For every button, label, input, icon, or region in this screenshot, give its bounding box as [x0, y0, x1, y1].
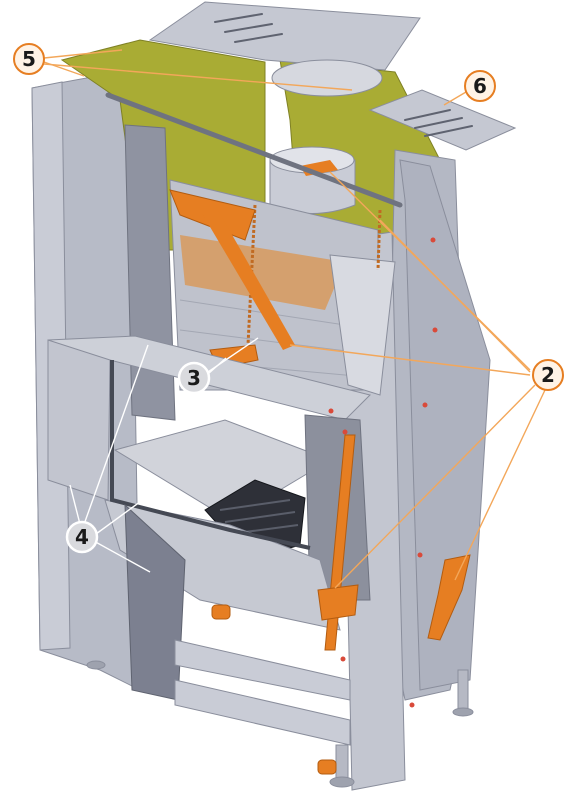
leader-4a	[81, 344, 149, 531]
callout-6-circle	[464, 70, 496, 102]
leg-front	[335, 744, 349, 781]
leader-2b	[379, 219, 531, 373]
right-lever	[427, 554, 471, 641]
bolt-dots	[328, 237, 438, 708]
vent-slots	[214, 13, 473, 137]
side-glass	[329, 254, 396, 396]
mechanism-parts	[211, 434, 471, 775]
top-plate-left	[148, 1, 421, 71]
flue-collar	[269, 146, 356, 214]
leader-2e	[454, 389, 546, 581]
cross-rod	[105, 92, 403, 208]
callout-5-circle	[13, 43, 45, 75]
leader-4d	[91, 539, 151, 573]
callout-2: 2	[532, 359, 564, 391]
leader-5c	[43, 63, 353, 91]
baffle-plate	[180, 235, 345, 310]
callout-4: 4	[65, 520, 99, 554]
foot-front	[329, 776, 355, 788]
leader-2d	[334, 384, 536, 589]
callout-5: 5	[13, 43, 45, 75]
leader-2c	[289, 344, 531, 376]
base-rail-bottom	[174, 679, 351, 746]
leader-6	[443, 91, 467, 106]
wheel-right	[317, 759, 337, 775]
callout-5-label: 5	[22, 47, 36, 71]
callout-3: 3	[177, 361, 211, 395]
door-pull-bracket	[317, 584, 359, 621]
lift-arm-diagonal	[200, 205, 295, 350]
callout-4-circle	[65, 520, 99, 554]
foot-left	[86, 660, 106, 670]
door-left-jamb	[47, 339, 111, 501]
leader-4c	[95, 495, 149, 535]
door-right-frame	[304, 414, 371, 601]
base-rail-front	[174, 639, 351, 701]
callout-2-circle	[532, 359, 564, 391]
wheel-left	[211, 604, 231, 620]
top-plate-right	[368, 89, 517, 151]
flue-opening	[271, 59, 383, 97]
base-frame	[86, 639, 474, 788]
door-sill	[104, 499, 341, 631]
leader-lines	[43, 49, 546, 589]
window-frame-border	[110, 360, 311, 550]
leg-right	[457, 669, 469, 711]
callout-3-circle	[177, 361, 211, 395]
top-plate	[148, 1, 517, 151]
leader-3b	[207, 357, 227, 375]
callout-3-label: 3	[187, 366, 201, 390]
callout-6: 6	[464, 70, 496, 102]
callout-6-label: 6	[473, 74, 487, 98]
foot-right	[452, 707, 474, 717]
leader-5a	[43, 49, 123, 59]
callout-4-label: 4	[75, 525, 89, 549]
callout-2-label: 2	[541, 363, 555, 387]
